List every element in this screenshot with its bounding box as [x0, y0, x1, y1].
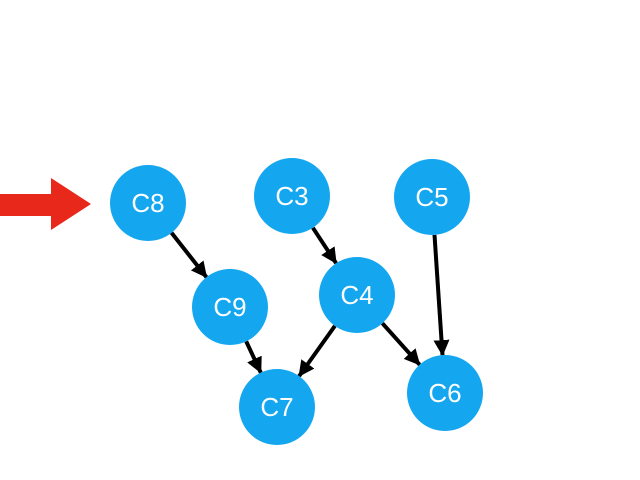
node-c5: C5	[394, 159, 470, 235]
edge-c4-to-c6	[380, 321, 422, 367]
edge-c9-to-c7	[244, 340, 263, 374]
node-c6: C6	[407, 355, 483, 431]
edge-c8-to-c9	[169, 231, 209, 279]
node-c3: C3	[254, 158, 330, 234]
edges-layer	[169, 226, 450, 378]
edge-c5-to-c6	[432, 234, 450, 357]
node-circle-c7	[239, 369, 315, 445]
node-c4: C4	[319, 257, 395, 333]
node-circle-c3	[254, 158, 330, 234]
node-circle-c9	[192, 269, 268, 345]
node-circle-c5	[394, 159, 470, 235]
node-circle-c8	[110, 165, 186, 241]
node-c8: C8	[110, 165, 186, 241]
red-arrow-pointer-icon	[0, 178, 91, 230]
node-c7: C7	[239, 369, 315, 445]
node-circle-c6	[407, 355, 483, 431]
node-c9: C9	[192, 269, 268, 345]
edge-c3-to-c4	[311, 226, 338, 265]
node-circle-c4	[319, 257, 395, 333]
edge-c4-to-c7	[297, 324, 337, 378]
